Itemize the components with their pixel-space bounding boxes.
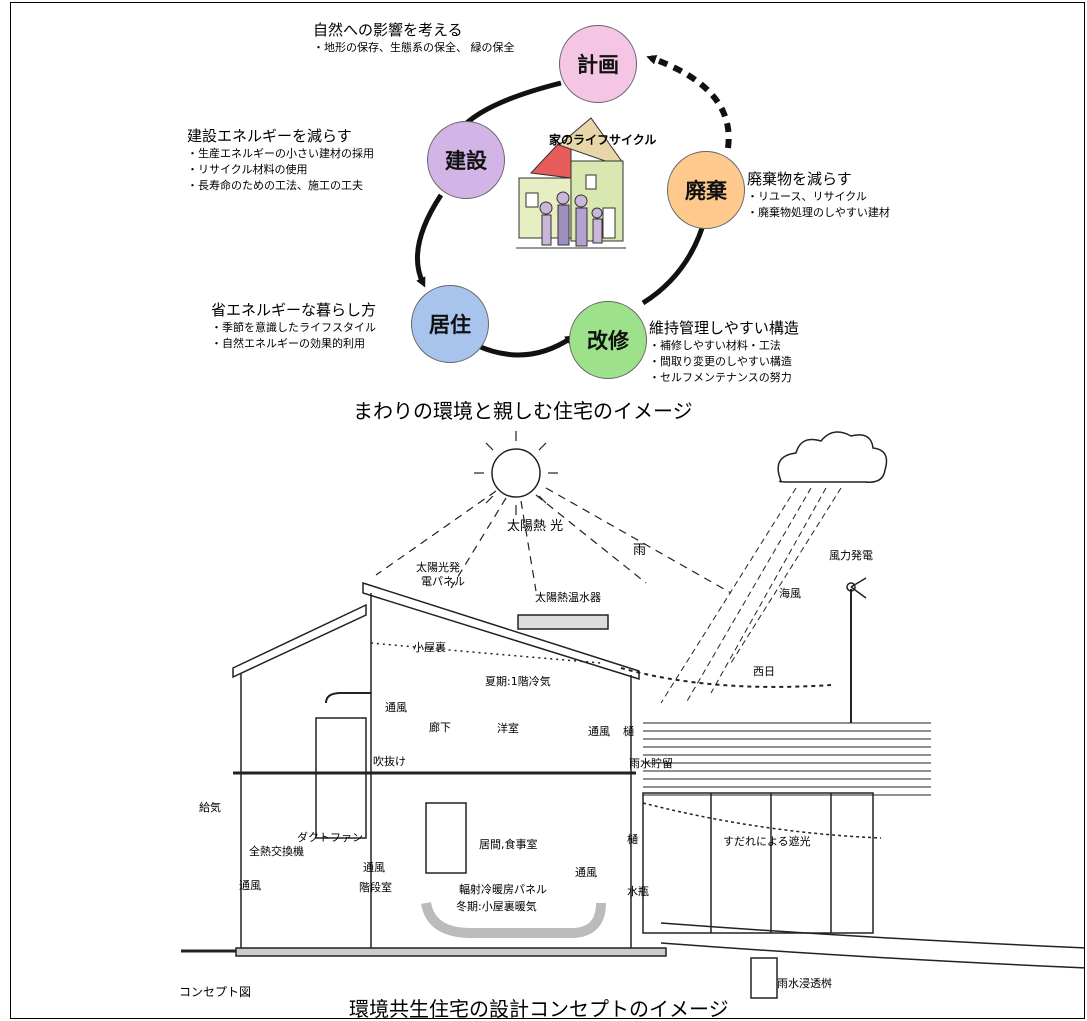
label-living-dining: 居間,食事室 [479, 838, 538, 851]
label-ventilation-1: 通風 [385, 701, 407, 714]
stage-renovate: 改修 [569, 301, 647, 379]
label-rain: 雨 [633, 543, 647, 558]
note-live-line: ・自然エネルギーの効果的利用 [211, 337, 365, 350]
label-solar-water-heater: 太陽熱温水器 [535, 591, 601, 604]
figure-frame: 家のライフサイクル 計画 建設 居住 改修 廃棄 自然への影響を考える ・地形の… [10, 2, 1085, 1019]
label-winter-warm-air: 冬期:小屋裏暖気 [456, 900, 537, 913]
note-plan-line: ・地形の保存、生態系の保全、 緑の保全 [313, 41, 515, 54]
note-build-line: ・リサイクル材料の使用 [187, 163, 308, 176]
label-summer-cool-air: 夏期:1階冷気 [485, 675, 551, 688]
note-dispose-line: ・廃棄物処理のしやすい建材 [747, 206, 890, 219]
stage-dispose: 廃棄 [667, 151, 745, 229]
label-gutter-2: 樋 [627, 833, 638, 846]
label-west-sun: 西日 [753, 665, 775, 678]
lifecycle-arrows [414, 54, 732, 358]
note-build-title: 建設エネルギーを減らす [187, 127, 352, 145]
note-build-line: ・長寿命のための工法、施工の工夫 [187, 179, 363, 192]
stage-build-label: 建設 [445, 149, 487, 173]
note-renovate-title: 維持管理しやすい構造 [649, 319, 799, 337]
arrow-dispose-to-plan [646, 54, 732, 149]
note-renovate-line: ・間取り変更のしやすい構造 [649, 355, 792, 368]
label-sun: 太陽熱 光 [507, 519, 564, 534]
label-heat-exchanger: 全熱交換機 [249, 845, 304, 858]
sun-icon [491, 448, 541, 498]
label-ventilation-2: 通風 [588, 725, 610, 738]
stage-build: 建設 [427, 121, 505, 199]
label-ventilation-5: 通風 [575, 866, 597, 879]
label-pv-2: 電パネル [421, 575, 465, 588]
lifecycle-caption: まわりの環境と親しむ住宅のイメージ [353, 399, 693, 423]
stage-plan: 計画 [559, 25, 637, 103]
cloud-icon [777, 431, 888, 483]
stage-plan-label: 計画 [577, 53, 619, 77]
label-duct-fan: ダクトファン [297, 831, 363, 844]
note-plan-title: 自然への影響を考える [313, 21, 463, 39]
note-build-line: ・生産エネルギーの小さい建材の採用 [187, 147, 374, 160]
label-attic: 小屋裏 [413, 641, 446, 654]
lifecycle-center-label: 家のライフサイクル [549, 133, 657, 147]
label-ventilation-3: 通風 [363, 861, 385, 874]
note-live-title: 省エネルギーな暮らし方 [211, 301, 377, 319]
note-renovate: 維持管理しやすい構造 ・補修しやすい材料・工法 ・間取り変更のしやすい構造 ・セ… [649, 317, 799, 386]
label-pv: 太陽光発 [416, 561, 460, 574]
arrow-live-to-renovate [474, 335, 576, 358]
label-void: 吹抜け [373, 755, 406, 768]
label-water-jar: 水瓶 [627, 885, 649, 898]
label-rain-infiltration: 雨水浸透桝 [777, 977, 832, 990]
note-renovate-line: ・セルフメンテナンスの努力 [649, 371, 792, 384]
note-dispose: 廃棄物を減らす ・リユース、リサイクル ・廃棄物処理のしやすい建材 [747, 168, 890, 221]
label-ventilation-4: 通風 [239, 879, 261, 892]
label-gutter-1: 樋 [623, 725, 634, 738]
note-live-line: ・季節を意識したライフスタイル [211, 321, 376, 334]
label-western-room: 洋室 [497, 722, 519, 735]
label-corridor: 廊下 [429, 721, 451, 734]
arrow-build-to-live [414, 193, 444, 288]
label-stairwell: 階段室 [359, 881, 392, 894]
note-dispose-title: 廃棄物を減らす [747, 170, 852, 188]
stage-dispose-label: 廃棄 [685, 179, 727, 203]
concept-caption: 環境共生住宅の設計コンセプトのイメージ [349, 997, 729, 1019]
label-wind-power: 風力発電 [829, 549, 873, 562]
stage-renovate-label: 改修 [587, 329, 629, 353]
note-build: 建設エネルギーを減らす ・生産エネルギーの小さい建材の採用 ・リサイクル材料の使… [187, 125, 374, 194]
label-rain-storage: 雨水貯留 [629, 757, 673, 770]
stage-live-label: 居住 [429, 313, 471, 337]
label-reed-screen: すだれによる遮光 [723, 835, 811, 848]
note-live: 省エネルギーな暮らし方 ・季節を意識したライフスタイル ・自然エネルギーの効果的… [211, 299, 376, 352]
note-plan: 自然への影響を考える ・地形の保存、生態系の保全、 緑の保全 [313, 19, 515, 56]
note-renovate-line: ・補修しやすい材料・工法 [649, 339, 781, 352]
label-concept-figure: コンセプト図 [179, 985, 252, 999]
label-radiant-panel: 輻射冷暖房パネル [459, 883, 547, 896]
house-family-illustration [516, 117, 626, 249]
stage-live: 居住 [411, 285, 489, 363]
label-supply-air: 給気 [199, 801, 221, 814]
concept-section-drawing [181, 431, 1084, 999]
label-sea-wind: 海風 [779, 587, 801, 600]
note-dispose-line: ・リユース、リサイクル [747, 190, 867, 203]
